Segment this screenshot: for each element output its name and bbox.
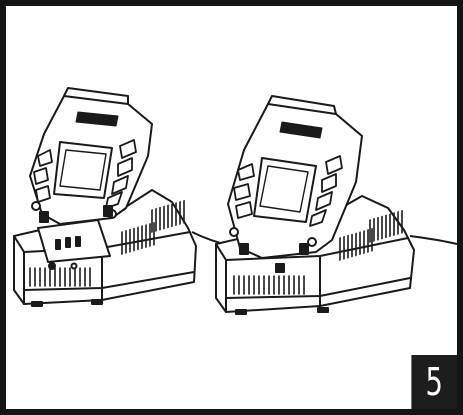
step-number-badge: 5 — [411, 355, 457, 409]
left-charger-unit — [13, 87, 197, 307]
left-battery-pack — [29, 87, 153, 225]
left-charger-base — [13, 189, 197, 307]
right-charger-base — [215, 195, 415, 315]
right-charger-unit — [215, 95, 415, 315]
right-battery-pack — [227, 95, 363, 273]
right-power-cord — [409, 235, 458, 245]
